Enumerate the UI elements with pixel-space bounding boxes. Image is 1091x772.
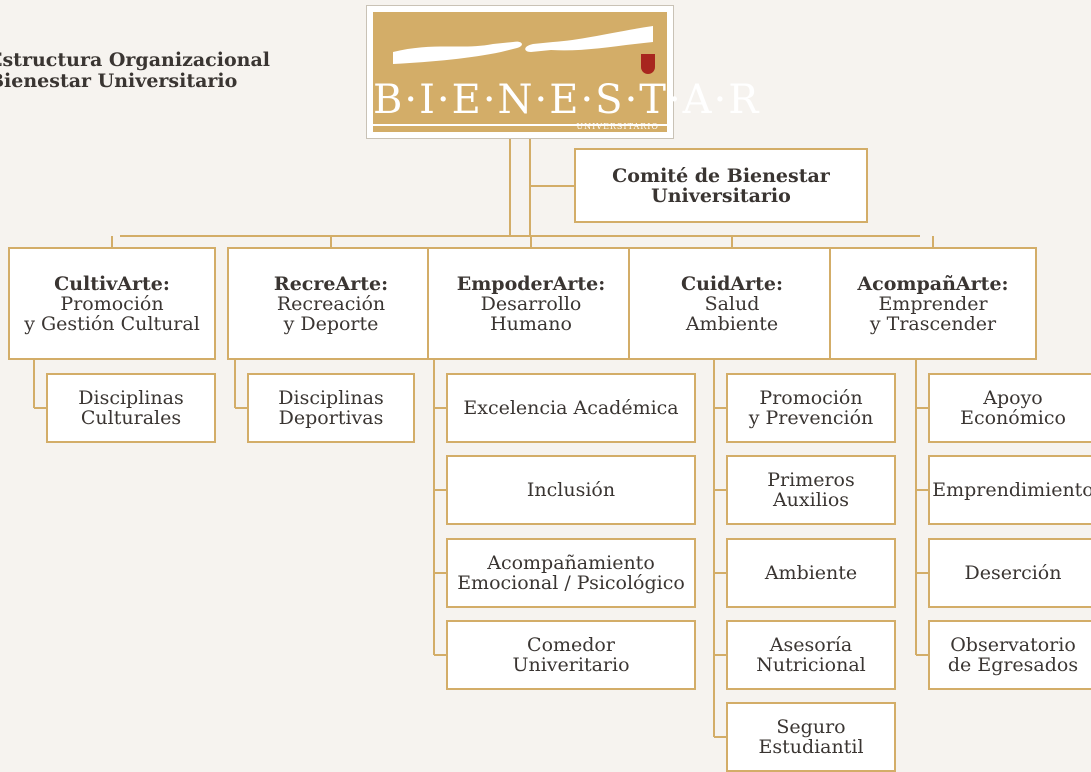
bienestar-logo: B·I·E·N·E·S·T·A·R UNIVERSITARIO	[366, 5, 761, 139]
page-title-line-2: Bienestar Universitario	[0, 70, 238, 92]
area-box-line: Promoción	[60, 292, 164, 315]
sub-item-box-line: Inclusión	[526, 479, 616, 501]
sub-item-box-line: Observatorio	[950, 634, 1076, 656]
sub-item-box-line: Excelencia Académica	[463, 397, 679, 419]
area-box-line: Recreación	[276, 292, 386, 315]
sub-item-box-line: Promoción	[759, 387, 863, 409]
sub-item-box: Excelencia Académica	[446, 373, 696, 443]
sub-item-box-line: Emprendimiento	[932, 479, 1091, 501]
area-box-line: RecreArte:	[273, 272, 389, 295]
sub-item-box-line: Económico	[960, 407, 1066, 429]
sub-item-box-line: Primeros	[767, 469, 855, 491]
sub-item-box-line: Disciplinas	[278, 387, 384, 409]
committee-line-2: Universitario	[651, 184, 791, 207]
sub-item-box-line: Apoyo	[983, 387, 1043, 409]
sub-item-box: Ambiente	[726, 538, 896, 608]
area-box-line: y Trascender	[869, 312, 997, 335]
sub-item-box-line: Asesoría	[769, 634, 853, 656]
area-box-line: CultivArte:	[54, 272, 170, 295]
area-box-line: Ambiente	[685, 312, 779, 335]
logo-subtitle: UNIVERSITARIO	[576, 122, 659, 131]
area-box-line: EmpoderArte:	[456, 272, 606, 295]
sub-item-box-line: Culturales	[80, 407, 182, 429]
logo-divider	[373, 124, 667, 126]
committee-line-1: Comité de Bienestar	[612, 164, 830, 187]
logo-background: B·I·E·N·E·S·T·A·R UNIVERSITARIO	[373, 12, 761, 132]
sub-item-box-line: Emocional / Psicológico	[457, 572, 685, 594]
area-box-line: Emprender	[878, 292, 988, 315]
area-box-line: y Deporte	[283, 312, 379, 335]
sub-item-box: Emprendimiento	[928, 455, 1091, 525]
area-box-line: Desarrollo	[480, 292, 582, 315]
sub-item-box: Inclusión	[446, 455, 696, 525]
sub-item-box-line: Seguro	[776, 716, 846, 738]
sub-item-box-line: y Prevención	[748, 407, 874, 429]
shield-icon	[641, 54, 655, 74]
sub-item-box: Deserción	[928, 538, 1091, 608]
area-box-line: y Gestión Cultural	[24, 312, 200, 335]
sub-item-box-line: Disciplinas	[78, 387, 184, 409]
sub-item-box-line: Comedor	[527, 634, 615, 656]
page-title-line-1: Estructura Organizacional	[0, 49, 270, 71]
sub-item-box-line: Deportivas	[278, 407, 384, 429]
area-box-line: CuidArte:	[680, 272, 784, 295]
sub-item-box-line: Acompañamiento	[487, 552, 655, 574]
hands-icon	[393, 26, 653, 64]
sub-item-box-line: Univeritario	[512, 654, 630, 676]
committee-box: Comité de Bienestar Universitario	[574, 148, 868, 223]
page-title: Estructura Organizacional Bienestar Univ…	[0, 50, 270, 92]
sub-item-box-line: Auxilios	[772, 489, 850, 511]
logo-wordmark: B·I·E·N·E·S·T·A·R	[373, 77, 761, 123]
sub-item-box-line: Nutricional	[756, 654, 866, 676]
sub-item-box-line: Ambiente	[764, 562, 858, 584]
sub-item-box-line: Deserción	[964, 562, 1062, 584]
area-box-line: AcompañArte:	[857, 272, 1009, 295]
sub-item-box-line: Estudiantil	[758, 736, 864, 758]
area-box-line: Humano	[490, 312, 572, 335]
area-box-line: Salud	[704, 292, 760, 315]
sub-item-box-line: de Egresados	[947, 654, 1079, 676]
